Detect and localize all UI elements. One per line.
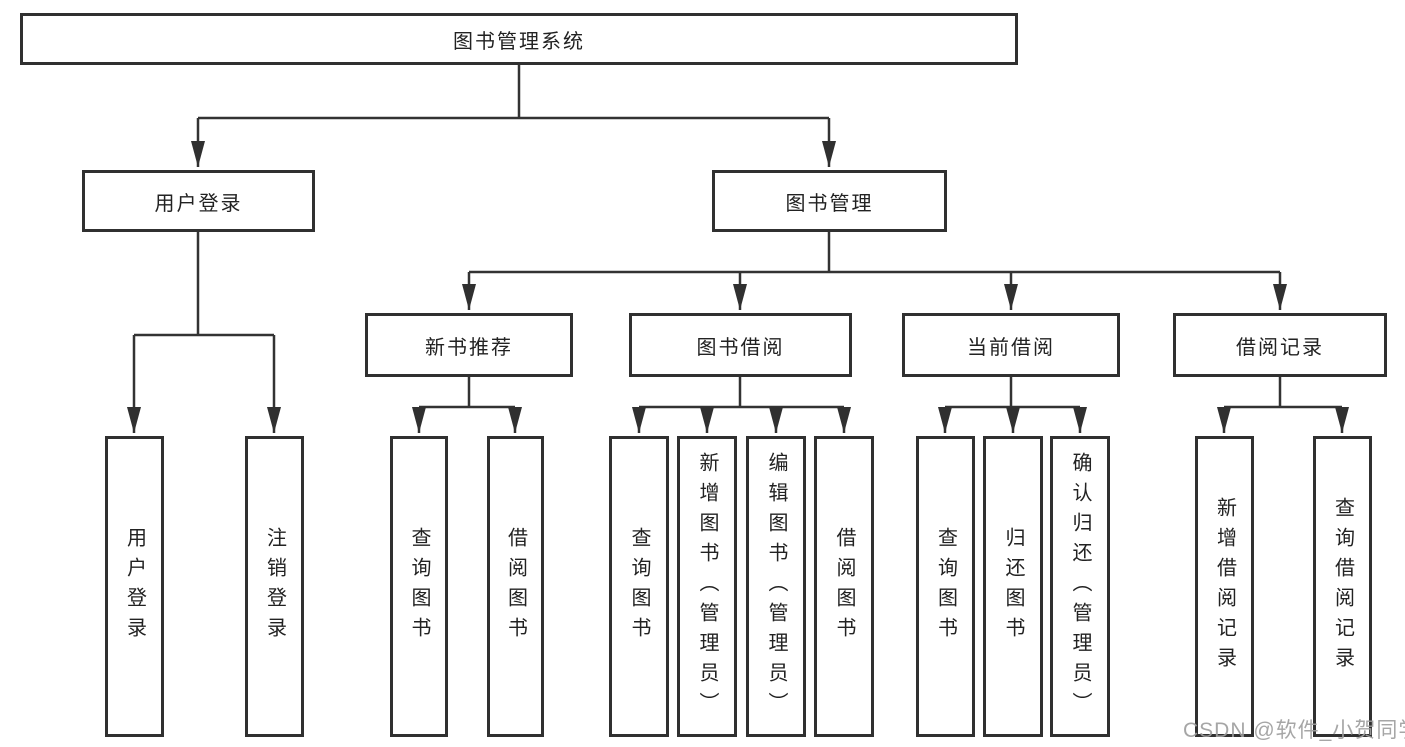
node-leaf-add-borrow-record: 新增借阅记录 xyxy=(1195,436,1254,737)
node-leaf-query-books-current: 查询图书 xyxy=(916,436,975,737)
node-user-login-group: 用户登录 xyxy=(82,170,315,232)
node-book-management-group: 图书管理 xyxy=(712,170,947,232)
node-leaf-query-borrow-record: 查询借阅记录 xyxy=(1313,436,1372,737)
node-leaf-query-books-recommend: 查询图书 xyxy=(390,436,448,737)
node-new-book-recommend-group: 新书推荐 xyxy=(365,313,573,377)
node-leaf-return-books: 归还图书 xyxy=(983,436,1043,737)
node-leaf-borrow-books: 借阅图书 xyxy=(814,436,874,737)
node-system-root: 图书管理系统 xyxy=(20,13,1018,65)
node-leaf-edit-books-admin: 编辑图书（管理员） xyxy=(746,436,806,737)
node-leaf-logout: 注销登录 xyxy=(245,436,304,737)
node-leaf-add-books-admin: 新增图书（管理员） xyxy=(677,436,737,737)
node-leaf-borrow-books-recommend: 借阅图书 xyxy=(487,436,544,737)
node-borrowing-records-group: 借阅记录 xyxy=(1173,313,1387,377)
node-leaf-query-books-borrowing: 查询图书 xyxy=(609,436,669,737)
node-book-borrowing-group: 图书借阅 xyxy=(629,313,852,377)
csdn-watermark: CSDN @软件_小贺同学 xyxy=(1183,719,1405,742)
node-leaf-confirm-return-admin: 确认归还（管理员） xyxy=(1050,436,1110,737)
node-leaf-user-login: 用户登录 xyxy=(105,436,164,737)
node-current-borrowing-group: 当前借阅 xyxy=(902,313,1120,377)
